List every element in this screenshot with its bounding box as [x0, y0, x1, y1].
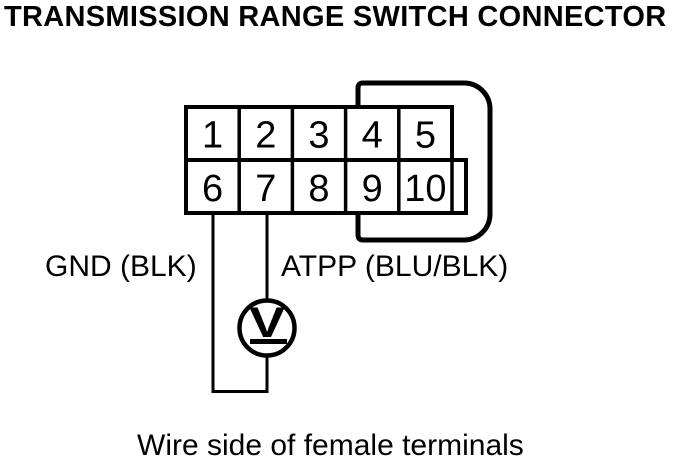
pin-number: 1 — [202, 115, 223, 157]
page-title: TRANSMISSION RANGE SWITCH CONNECTOR — [4, 1, 667, 33]
pin-number: 5 — [415, 115, 436, 157]
voltmeter-symbol: V — [249, 299, 285, 347]
test-wires — [211, 213, 269, 393]
pin-number: 7 — [255, 168, 276, 210]
pin-number: 9 — [362, 168, 383, 210]
wire-pin6-gnd — [211, 213, 269, 393]
pin-number: 2 — [255, 115, 276, 157]
pin-number: 4 — [362, 115, 383, 157]
pin-number: 6 — [202, 168, 223, 210]
caption: Wire side of female terminals — [137, 429, 524, 462]
pin-numbers: 1 2 3 4 5 6 7 8 9 10 — [202, 115, 447, 211]
voltmeter-icon: V — [237, 298, 297, 358]
pin-grid-row-bottom — [184, 158, 468, 215]
pin-number: 8 — [308, 168, 329, 210]
wire-label-atpp: ATPP (BLU/BLK) — [281, 250, 509, 283]
pin-grid: 1 2 3 4 5 6 7 8 9 10 — [184, 105, 468, 215]
pin-number: 10 — [404, 168, 446, 210]
pin-number: 3 — [308, 115, 329, 157]
wire-label-gnd: GND (BLK) — [45, 250, 197, 283]
